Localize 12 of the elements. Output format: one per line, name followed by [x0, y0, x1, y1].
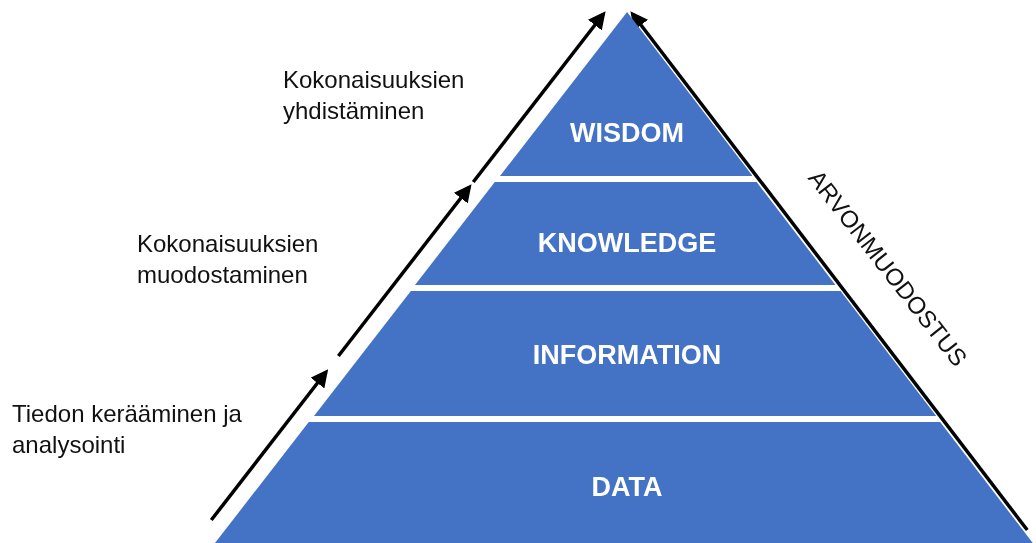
layer-label: KNOWLEDGE	[537, 228, 717, 259]
layer-label: DATA	[591, 472, 663, 503]
layer-label: WISDOM	[570, 118, 684, 149]
pyramid-tip	[499, 12, 753, 176]
arrow	[471, 11, 606, 184]
edge-label: Kokonaisuuksien yhdistäminen	[283, 65, 466, 126]
arrow	[630, 11, 1029, 532]
arrow	[337, 184, 472, 358]
layer-label: INFORMATION	[532, 340, 722, 371]
edge-label: Tiedon kerääminen ja analysointi	[12, 399, 243, 460]
arrow	[209, 369, 329, 522]
edge-label: Kokonaisuuksien muodostaminen	[137, 229, 320, 290]
